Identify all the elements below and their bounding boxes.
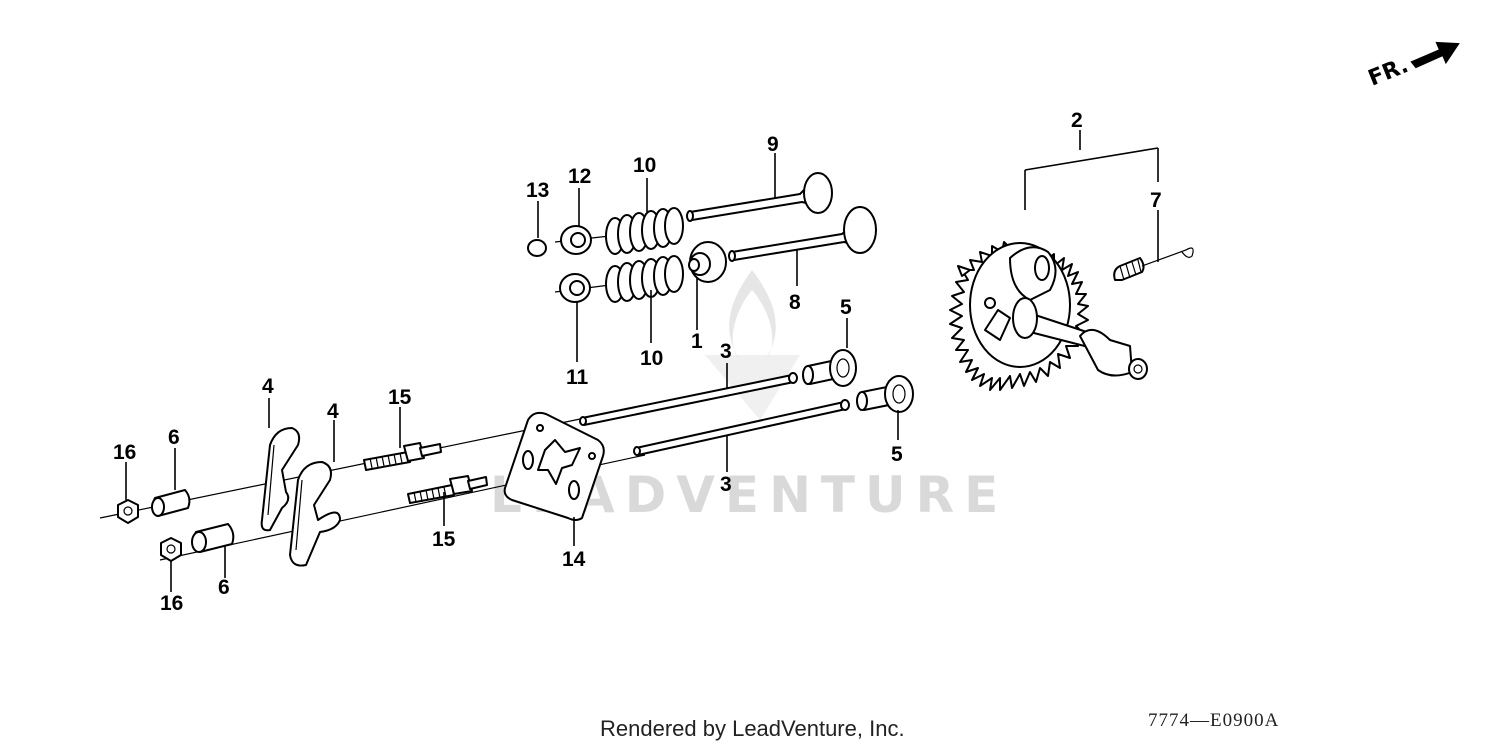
- callout-12[interactable]: 12: [568, 165, 591, 188]
- part-7-decompressor-spring: [1113, 247, 1194, 281]
- part-10-valve-spring-upper: [605, 207, 684, 255]
- fr-label: FR.: [1365, 53, 1412, 91]
- part-16-nut-upper: [117, 499, 139, 524]
- callout-15-lower[interactable]: 15: [432, 528, 456, 551]
- callout-2[interactable]: 2: [1071, 109, 1083, 132]
- rendered-by-credit: Rendered by LeadVenture, Inc.: [600, 716, 905, 741]
- part-16-nut-lower: [160, 537, 182, 562]
- part-2-camshaft: [949, 241, 1148, 391]
- callout-16-upper[interactable]: 16: [113, 441, 136, 464]
- part-13-valve-cap: [527, 239, 547, 257]
- callout-4-left[interactable]: 4: [262, 375, 274, 398]
- callout-1[interactable]: 1: [691, 330, 703, 353]
- callout-4-right[interactable]: 4: [327, 400, 339, 423]
- callout-labels: 2 7 9 8 10 10 12 13 11 1 3 3 5 5 15 15 1…: [113, 109, 1162, 615]
- callout-5-lower[interactable]: 5: [891, 443, 903, 466]
- part-9-valve: [686, 172, 833, 222]
- callout-10-lower[interactable]: 10: [640, 347, 663, 370]
- callout-10-upper[interactable]: 10: [633, 154, 656, 177]
- part-5-tappet-upper: [802, 349, 857, 387]
- part-4-rocker-arm-lower: [289, 461, 341, 567]
- part-14-guide-plate: [503, 411, 605, 521]
- callout-6-lower[interactable]: 6: [218, 576, 230, 599]
- callout-3-upper[interactable]: 3: [720, 340, 732, 363]
- callout-5-upper[interactable]: 5: [840, 296, 852, 319]
- part-4-rocker-arm-upper: [260, 427, 301, 532]
- part-10-valve-spring-lower: [605, 255, 684, 303]
- part-6-pivot-lower: [191, 523, 235, 553]
- callout-7[interactable]: 7: [1150, 189, 1162, 212]
- part-15-stud-upper: [363, 442, 442, 471]
- callout-16-lower[interactable]: 16: [160, 592, 183, 615]
- callout-14[interactable]: 14: [562, 548, 586, 571]
- callout-3-lower[interactable]: 3: [720, 473, 732, 496]
- part-5-tappet-lower: [856, 375, 914, 413]
- part-3-push-rod-lower: [633, 399, 850, 456]
- callout-6-upper[interactable]: 6: [168, 426, 180, 449]
- diagram-code: 7774—E0900A: [1148, 710, 1280, 731]
- part-15-stud-lower: [407, 475, 488, 504]
- front-arrow-icon: [1410, 41, 1460, 69]
- leader-lines: [125, 130, 1159, 592]
- front-direction-indicator: FR.: [1365, 41, 1460, 92]
- callout-15-upper[interactable]: 15: [388, 386, 412, 409]
- callout-13[interactable]: 13: [526, 179, 549, 202]
- part-11-spring-retainer: [559, 273, 591, 303]
- callout-8[interactable]: 8: [789, 291, 801, 314]
- part-8-valve: [728, 206, 877, 262]
- part-3-push-rod-upper: [579, 372, 798, 426]
- part-6-pivot-upper: [151, 489, 191, 517]
- part-12-spring-retainer: [560, 225, 592, 255]
- callout-9[interactable]: 9: [767, 133, 779, 156]
- callout-11[interactable]: 11: [566, 366, 589, 389]
- part-1-valve-stem-seal: [688, 241, 727, 283]
